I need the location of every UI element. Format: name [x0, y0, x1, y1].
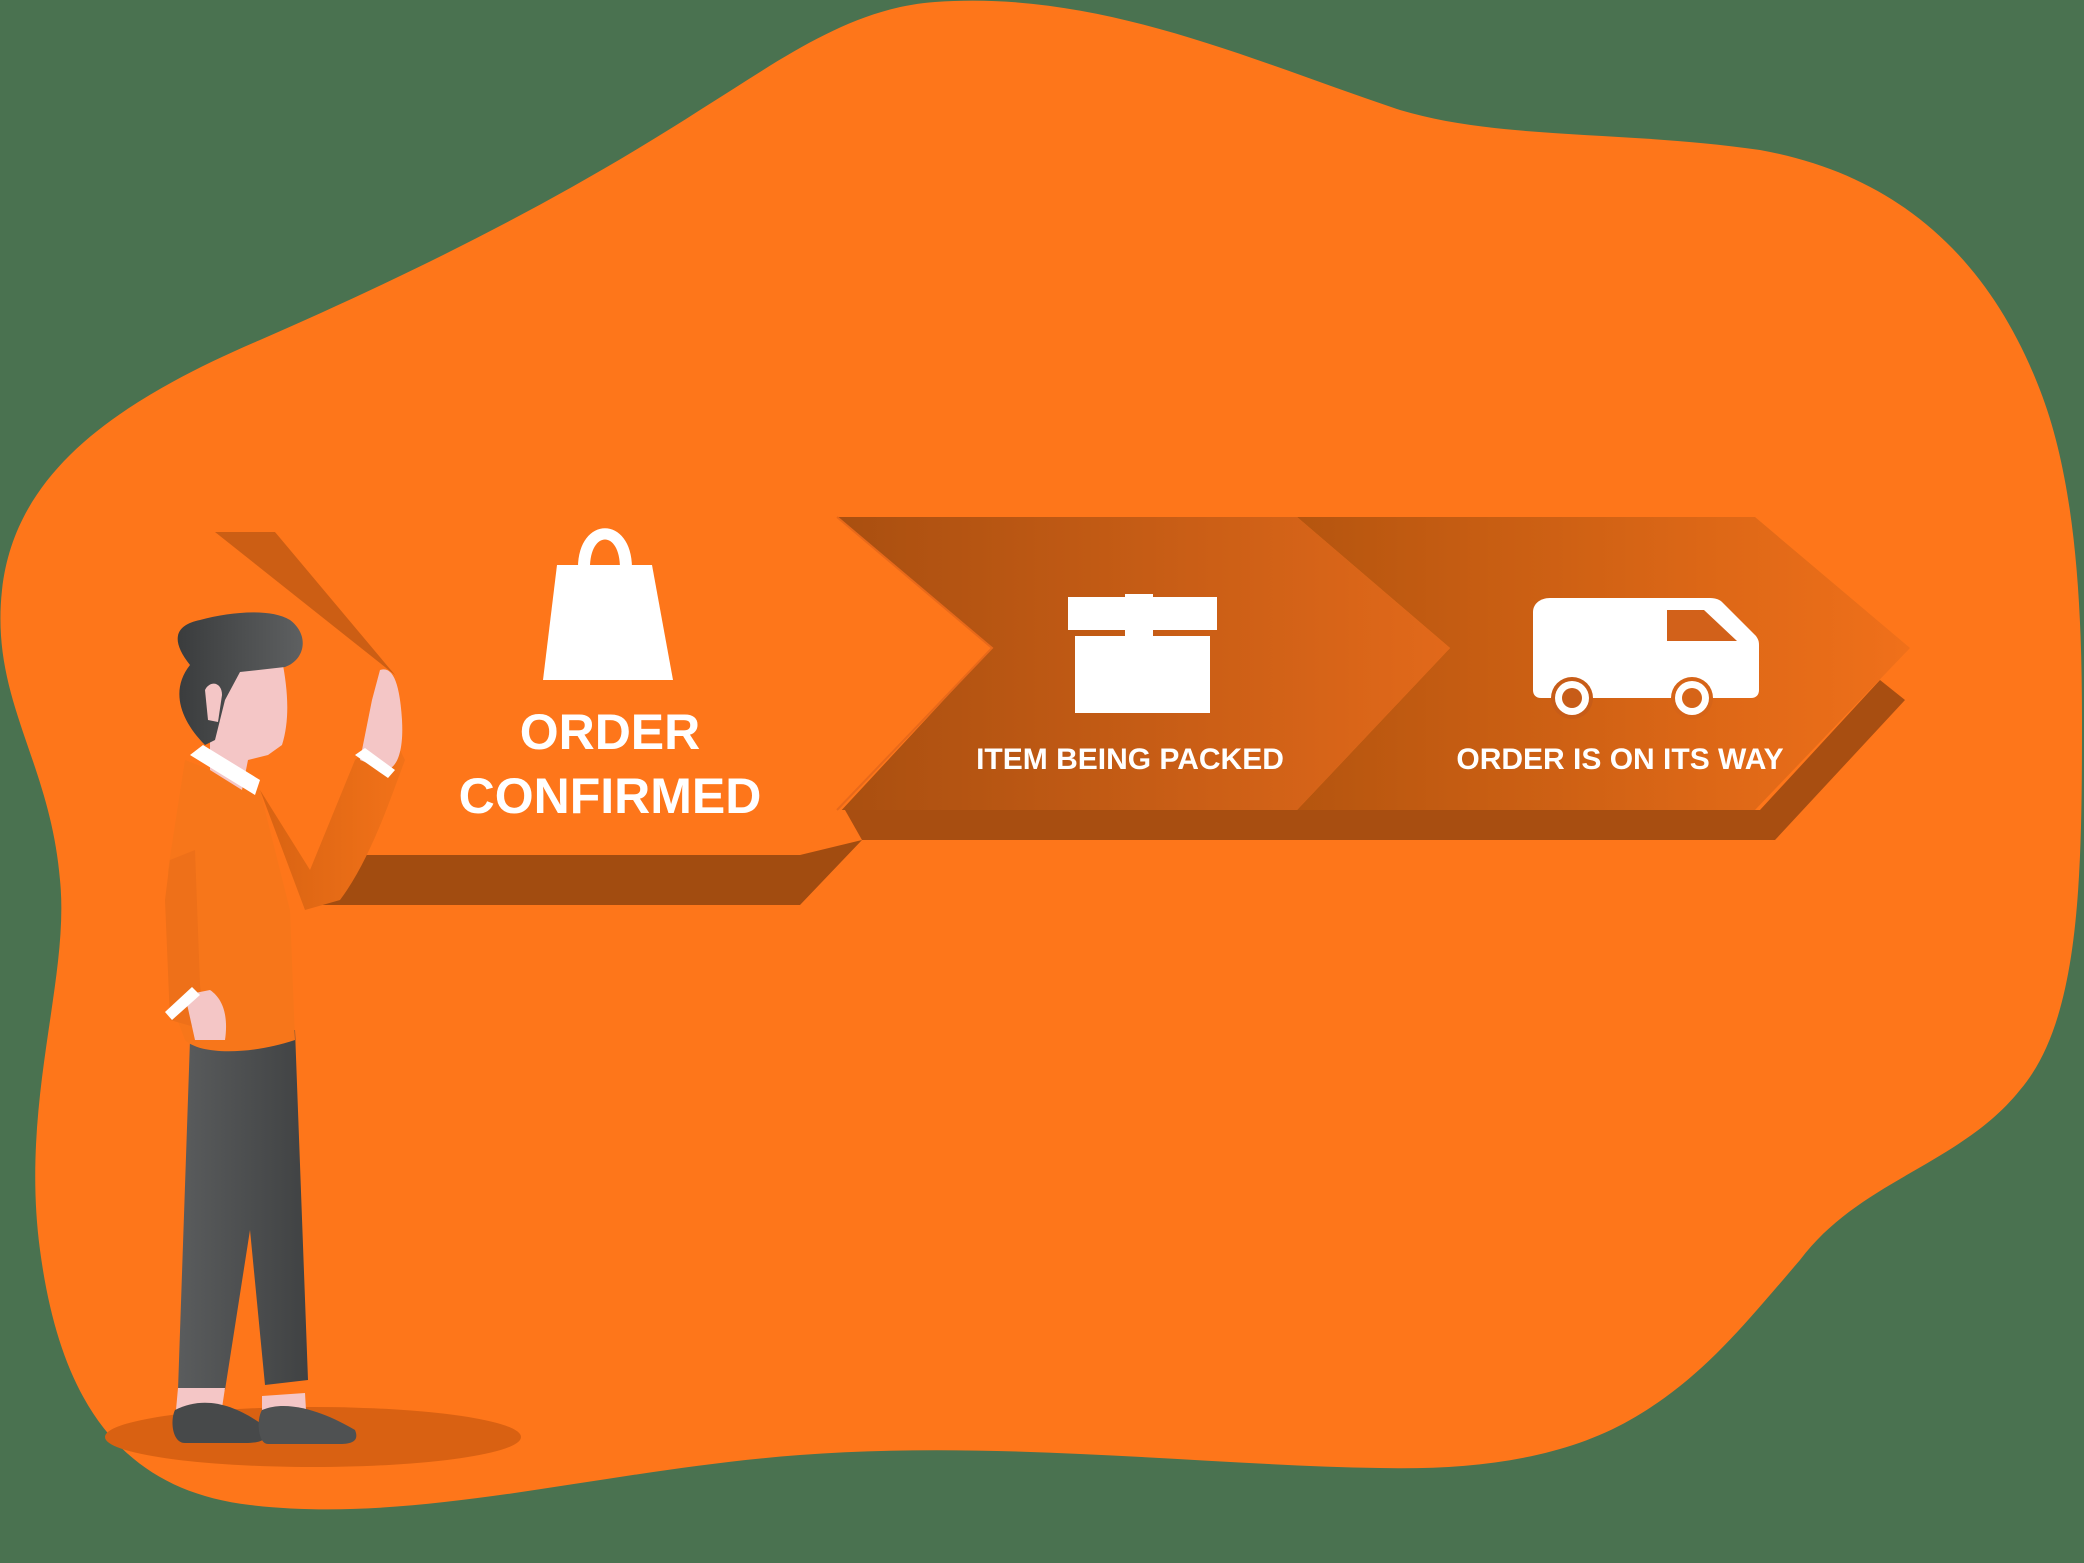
step1-label-line2: CONFIRMED: [458, 768, 762, 824]
shopping-bag-icon: [543, 528, 673, 680]
person-raised-arm: [260, 730, 405, 910]
person-shoe-left: [172, 1402, 267, 1443]
person-legs: [178, 1030, 308, 1390]
person-shoe-right: [258, 1405, 357, 1444]
step1-chevron: [275, 517, 992, 855]
person-figure: [165, 612, 405, 1444]
step1-label-line1: ORDER: [519, 704, 701, 760]
step1-notch-edge: [836, 516, 994, 811]
step2-label: ITEM BEING PACKED: [976, 743, 1284, 776]
person-face: [210, 660, 288, 790]
delivery-van-icon: [1533, 598, 1759, 719]
step3-label: ORDER IS ON ITS WAY: [1456, 743, 1784, 776]
step1-shadow: [320, 840, 862, 905]
package-box-icon: [1068, 594, 1217, 713]
step2-shadow: [845, 810, 1300, 840]
step1-label: ORDER CONFIRMED: [400, 700, 820, 828]
step3-shadow: [1290, 680, 1905, 840]
